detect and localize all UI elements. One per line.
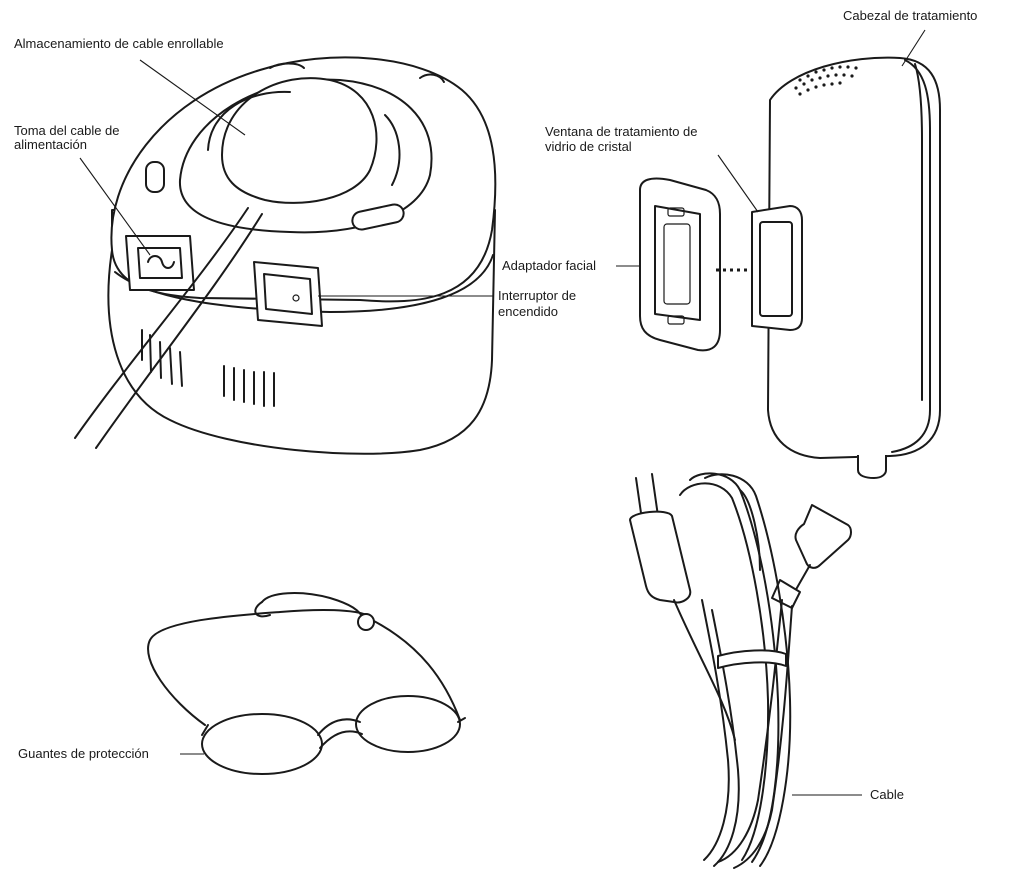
label-glass-window-line2: vidrio de cristal — [545, 139, 698, 154]
power-cable — [630, 473, 851, 868]
label-protective-glasses: Guantes de protección — [18, 746, 149, 762]
base-unit — [75, 57, 495, 453]
treatment-head — [752, 58, 940, 478]
label-treatment-head: Cabezal de tratamiento — [843, 8, 977, 24]
label-power-socket-line1: Toma del cable de — [14, 124, 120, 138]
label-facial-adapter: Adaptador facial — [502, 258, 596, 274]
label-glass-window: Ventana de tratamiento de vidrio de cris… — [545, 124, 698, 154]
label-glass-window-line1: Ventana de tratamiento de — [545, 124, 698, 139]
label-power-socket: Toma del cable de alimentación — [14, 124, 120, 152]
label-cable: Cable — [870, 787, 904, 803]
label-power-switch: Interruptor de encendido — [498, 288, 576, 320]
label-power-socket-line2: alimentación — [14, 138, 120, 152]
facial-adapter — [640, 178, 720, 350]
label-cord-storage: Almacenamiento de cable enrollable — [14, 36, 224, 52]
protective-glasses — [148, 593, 465, 774]
label-power-switch-line1: Interruptor de — [498, 288, 576, 304]
label-power-switch-line2: encendido — [498, 304, 576, 320]
